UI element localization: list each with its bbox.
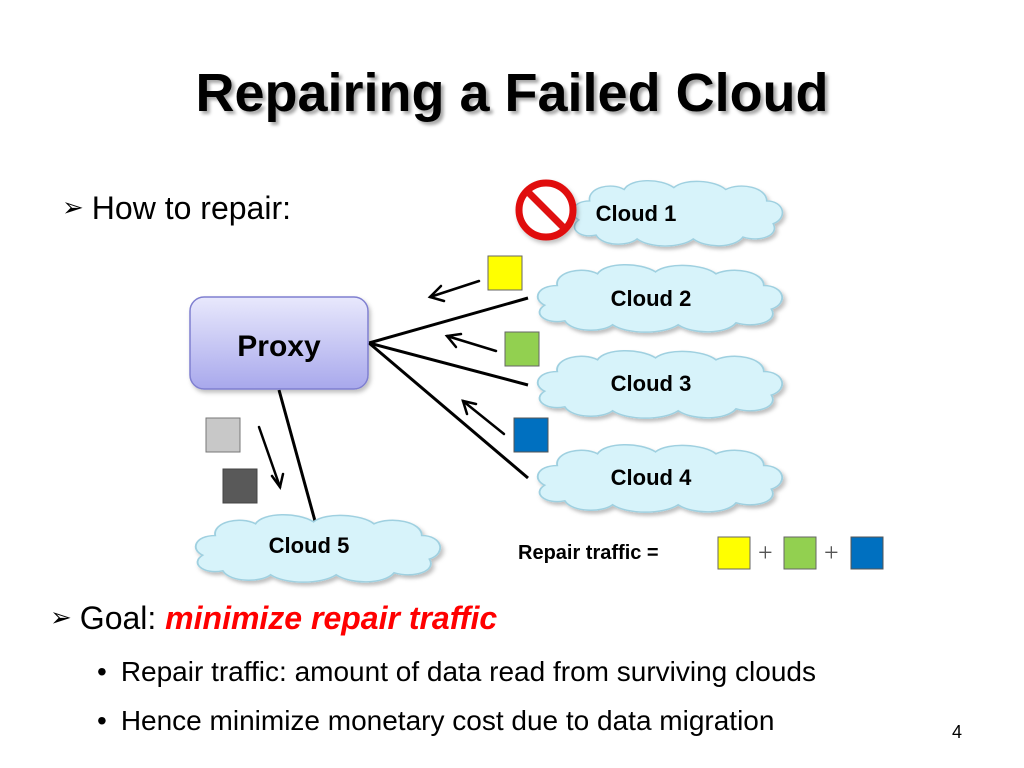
repair-traffic-label: Repair traffic = [518,542,659,564]
goal-prefix: Goal: [79,600,166,636]
sub-bullet-text: Repair traffic: amount of data read from… [120,656,816,687]
eq-yellow-chunk [717,536,751,570]
cloud-5-label: Cloud 5 [269,533,350,558]
arrow-bullet-icon: ➢ [50,602,72,632]
cloud-4-label: Cloud 4 [611,465,692,490]
eq-blue-chunk [850,536,884,570]
sub-bullet-repair-traffic: • Repair traffic: amount of data read fro… [97,656,816,688]
cloud-3-label: Cloud 3 [611,371,692,396]
blue-chunk [513,417,549,453]
line-proxy-cloud4 [368,341,529,480]
line-proxy-cloud5 [277,389,317,522]
bullet-how-to-repair: ➢How to repair: [62,190,291,227]
arrow-yellow [427,279,481,303]
gray-light-chunk [205,417,241,453]
repair-traffic-equation: Repair traffic = + + [518,536,884,570]
transfer-arrows [257,279,506,490]
connection-lines [277,296,529,522]
yellow-chunk [487,255,523,291]
bullet-dot: • [97,656,107,687]
slide-title: Repairing a Failed Cloud [195,63,829,123]
gray-dark-chunk [222,468,258,504]
bullet-goal: ➢Goal: minimize repair traffic [50,600,497,637]
line-proxy-cloud3 [368,341,529,387]
plus-sign-2: + [824,538,839,567]
cloud-1-label: Cloud 1 [596,201,677,226]
green-chunk [504,331,540,367]
eq-green-chunk [783,536,817,570]
plus-sign-1: + [758,538,773,567]
prohibited-icon [515,179,577,241]
cloud-2-label: Cloud 2 [611,286,692,311]
goal-emphasis: minimize repair traffic [165,600,498,636]
arrow-gray [257,425,285,490]
arrow-green [444,332,498,353]
arrow-blue [461,399,506,436]
bullet-dot: • [97,705,107,736]
page-number: 4 [951,722,962,742]
sub-bullet-monetary-cost: • Hence minimize monetary cost due to dat… [97,705,774,737]
arrow-bullet-icon: ➢ [62,192,84,222]
bullet-how-to-repair-text: How to repair: [91,190,291,226]
sub-bullet-text: Hence minimize monetary cost due to data… [120,705,775,736]
proxy-node: Proxy [189,296,369,390]
line-proxy-cloud2 [368,296,529,345]
proxy-label: Proxy [237,330,321,363]
